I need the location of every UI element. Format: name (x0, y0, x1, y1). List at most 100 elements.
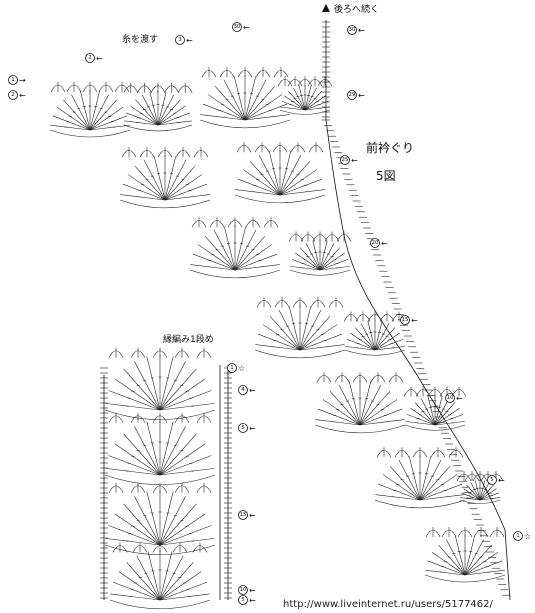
row-number-circle-icon (8, 90, 18, 100)
row-number: 1 (11, 77, 15, 83)
row-marker: 25← (340, 155, 358, 165)
row-number: 30 (234, 24, 241, 30)
fan-motif (424, 527, 506, 583)
row-arrow-icon: ← (351, 156, 358, 165)
fan-motif (234, 142, 326, 204)
first-row-note: 縁編み1段め (163, 333, 214, 345)
row-arrow-icon: ← (249, 586, 256, 595)
row-number: 10 (447, 395, 454, 401)
row-number-circle-icon (370, 238, 380, 248)
row-number-circle-icon (487, 475, 497, 485)
row-number-circle-icon (347, 90, 357, 100)
row-markers: 1→2←30←3←2←30←29←25←20←15←10←5←1☆1☆4←5←1… (8, 22, 531, 605)
row-marker: 3← (175, 35, 193, 45)
neckline-title: 前衿ぐり (366, 140, 414, 155)
fan-motif (456, 471, 504, 504)
fan-motif (109, 542, 211, 609)
row-arrow-icon: ← (358, 26, 365, 35)
watermark-url: http://www.liveinternet.ru/users/5177462… (283, 599, 494, 610)
row-number-circle-icon (8, 75, 18, 85)
row-marker: 1☆ (227, 363, 245, 373)
fan-motif (119, 147, 211, 209)
row-marker: 20← (370, 238, 388, 248)
fan-motif (104, 347, 216, 420)
row-arrow-icon: ← (249, 596, 256, 605)
row-arrow-icon: ☆ (524, 532, 531, 541)
row-number: 2 (11, 92, 15, 98)
fan-motif (189, 217, 281, 279)
row-number-circle-icon (513, 531, 523, 541)
row-number: 5 (241, 597, 245, 603)
row-marker: 5← (238, 595, 256, 605)
row-number: 29 (349, 92, 356, 98)
row-number-circle-icon (238, 510, 248, 520)
row-number-circle-icon (340, 155, 350, 165)
row-marker: 1☆ (513, 531, 531, 541)
row-arrow-icon: ← (249, 386, 256, 395)
row-number: 15 (240, 512, 247, 518)
row-number-circle-icon (85, 53, 95, 63)
row-marker: 15← (400, 315, 418, 325)
cut-yarn-label: 糸を渡す (122, 33, 158, 45)
row-number-circle-icon (238, 595, 248, 605)
fan-motif (277, 76, 333, 115)
figure-number: 5図 (376, 169, 396, 183)
row-arrow-icon: ← (381, 239, 388, 248)
row-number-circle-icon (400, 315, 410, 325)
row-arrow-icon: ← (249, 511, 256, 520)
fan-motif (199, 67, 291, 129)
row-number-circle-icon (175, 35, 185, 45)
fan-motif (374, 447, 466, 509)
row-marker: 30← (232, 22, 250, 32)
fan-motifs (49, 21, 511, 609)
row-arrow-icon: ← (96, 54, 103, 63)
row-marker: 5← (238, 423, 256, 433)
row-number: 2 (88, 55, 92, 61)
row-marker: 30← (347, 25, 365, 35)
row-number-circle-icon (238, 585, 248, 595)
row-arrow-icon: ← (411, 316, 418, 325)
row-number: 5 (241, 425, 245, 431)
row-number: 1 (516, 533, 520, 539)
row-number: 20 (372, 240, 379, 246)
row-arrow-icon: ☆ (238, 364, 245, 373)
row-number: 30 (349, 27, 356, 33)
fan-motif (254, 297, 346, 359)
row-marker: 2← (85, 53, 103, 63)
fan-motif (403, 386, 467, 431)
fan-motif (49, 82, 131, 138)
row-number-circle-icon (238, 423, 248, 433)
row-number: 3 (178, 37, 182, 43)
row-arrow-icon: ← (249, 424, 256, 433)
fan-motif (123, 82, 193, 132)
row-marker: 15← (238, 510, 256, 520)
row-marker: 10← (238, 585, 256, 595)
fan-motif (288, 231, 352, 276)
row-number-circle-icon (347, 25, 357, 35)
lower-panel-edges (103, 365, 229, 600)
row-arrow-icon: ← (358, 91, 365, 100)
row-number: 4 (241, 387, 245, 393)
row-arrow-icon: ← (456, 394, 463, 403)
row-marker: 5← (487, 475, 505, 485)
row-number: 1 (230, 365, 234, 371)
row-number: 25 (342, 157, 349, 163)
row-number-circle-icon (232, 22, 242, 32)
row-marker: 1→ (8, 75, 26, 85)
row-marker: 29← (347, 90, 365, 100)
continue-back-label: 後ろへ続く (334, 3, 379, 15)
row-arrow-icon: ← (19, 91, 26, 100)
row-marker: 10← (445, 393, 463, 403)
row-number: 10 (240, 587, 247, 593)
row-marker: 2← (8, 90, 26, 100)
row-arrow-icon: → (19, 76, 26, 85)
continue-arrow-icon (322, 4, 330, 12)
row-marker: 4← (238, 385, 256, 395)
row-number: 5 (490, 477, 494, 483)
row-number-circle-icon (445, 393, 455, 403)
row-number-circle-icon (238, 385, 248, 395)
row-arrow-icon: ← (186, 36, 193, 45)
row-arrow-icon: ← (498, 476, 505, 485)
